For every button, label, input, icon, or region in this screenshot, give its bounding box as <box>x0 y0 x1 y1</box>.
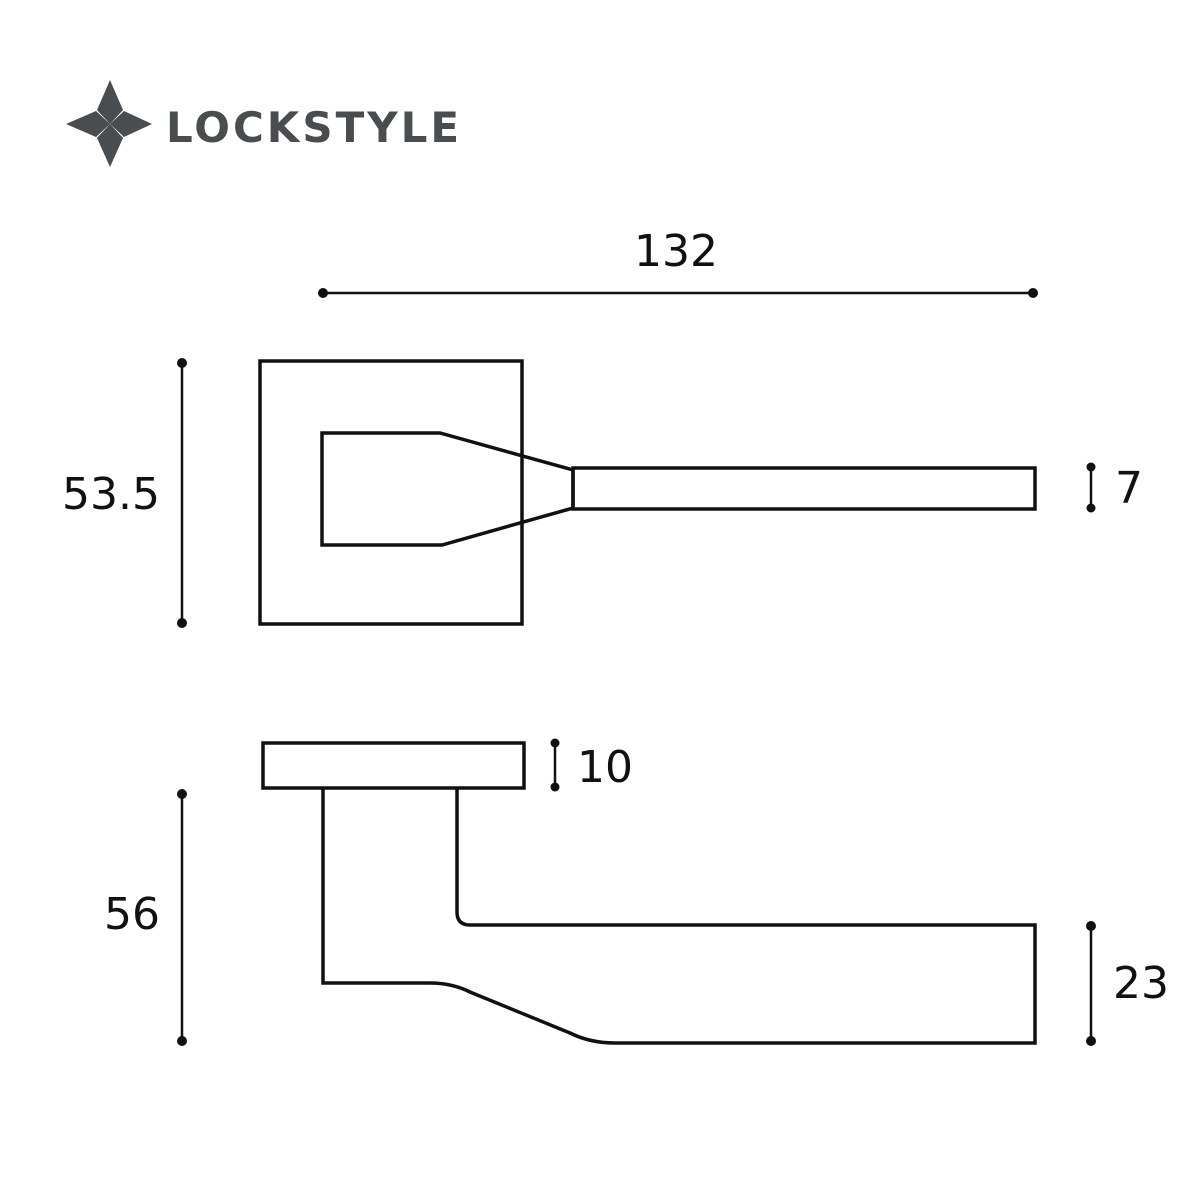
brand-name: LOCKSTYLE <box>166 103 462 152</box>
dimension-grip-height: 23 <box>1086 921 1169 1046</box>
dimension-handle-length: 132 <box>318 226 1038 298</box>
diamond-star-icon <box>66 80 152 167</box>
front-view-lever <box>320 431 575 547</box>
dimension-projection: 56 <box>104 789 187 1046</box>
lever-thickness-label: 7 <box>1115 463 1143 514</box>
rose-height-label: 53.5 <box>62 469 160 520</box>
handle-length-label: 132 <box>634 226 718 277</box>
projection-label: 56 <box>104 889 160 940</box>
dimension-lever-thickness: 7 <box>1086 462 1143 514</box>
front-view-lever-bar <box>571 466 1037 511</box>
dimension-rose-height: 53.5 <box>62 358 187 628</box>
side-view-rose <box>261 741 526 790</box>
dimension-rose-thickness: 10 <box>550 738 633 793</box>
side-view-lever <box>321 788 1037 1045</box>
grip-height-label: 23 <box>1113 958 1169 1009</box>
brand-logo: LOCKSTYLE <box>66 80 462 167</box>
rose-thickness-label: 10 <box>577 742 633 793</box>
front-view-rose <box>258 359 524 626</box>
